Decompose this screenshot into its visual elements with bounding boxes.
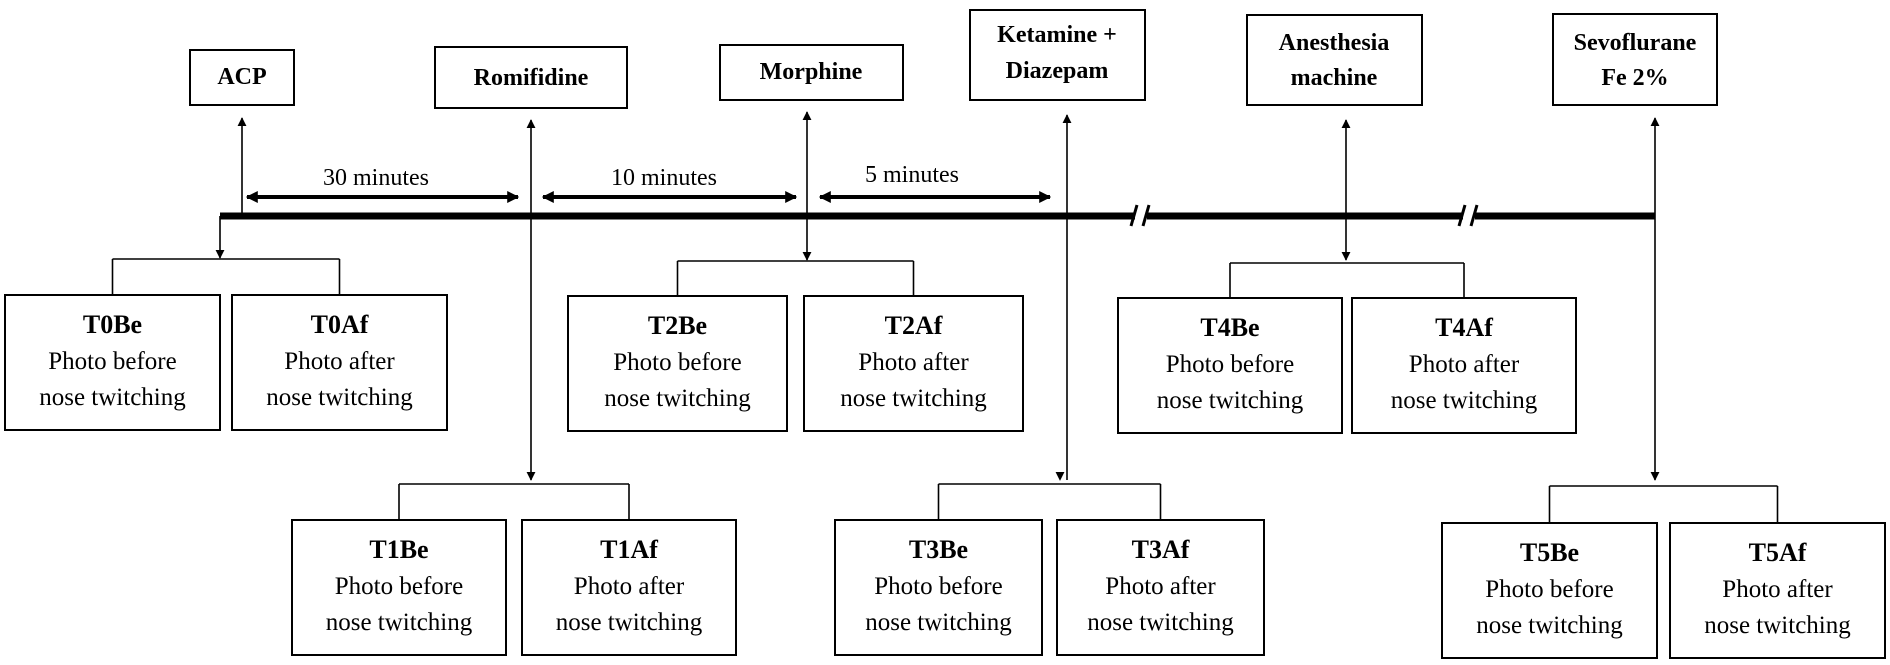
drug-box-ketamine-diazepam: [969, 9, 1146, 101]
timepoint-description: nose twitching: [556, 609, 703, 636]
timepoint-description: nose twitching: [1157, 387, 1304, 414]
drug-label-sevoflurane: Sevoflurane: [1574, 30, 1697, 56]
timepoint-code: T2Be: [648, 311, 707, 340]
timeline-break-mark: [1457, 204, 1467, 227]
drug-label-fe: Fe 2%: [1601, 65, 1668, 91]
vertical-arrows: [215, 111, 1660, 481]
timepoint-description: nose twitching: [1704, 612, 1851, 639]
timepoint-code: T5Af: [1749, 538, 1807, 567]
drug-boxes: ACP Romifidine Morphine Ketamine + Diaze…: [189, 9, 1718, 109]
timepoint-code: T0Af: [311, 310, 369, 339]
timepoint-description: nose twitching: [1476, 612, 1623, 639]
timeline: [220, 204, 1655, 227]
drug-box-romifidine: [434, 46, 628, 109]
timeline-break-mark: [1141, 204, 1151, 227]
drug-label-machine: machine: [1291, 65, 1378, 91]
interval-label-10min: 10 minutes: [611, 165, 717, 191]
timepoint-description: Photo before: [1485, 576, 1613, 603]
timepoint-code: T3Be: [909, 535, 968, 564]
drug-label-diazepam: Diazepam: [1006, 58, 1109, 84]
timepoint-description: Photo before: [335, 573, 463, 600]
photo-box-after: [231, 294, 448, 431]
timepoint-description: nose twitching: [326, 609, 473, 636]
drug-label-romifidine: Romifidine: [474, 65, 589, 91]
photo-box-after: [1351, 297, 1577, 434]
timepoint-description: Photo after: [858, 349, 969, 376]
timeline-break-mark: [1129, 204, 1139, 227]
timepoint-description: Photo before: [874, 573, 1002, 600]
photo-box-before: [1117, 297, 1343, 434]
timepoint-description: nose twitching: [1391, 387, 1538, 414]
timepoint-code: T4Be: [1200, 313, 1259, 342]
timepoint-description: Photo after: [1722, 576, 1833, 603]
timepoint-description: nose twitching: [865, 609, 1012, 636]
photo-box-before: [291, 519, 507, 656]
timepoint-description: Photo after: [574, 573, 685, 600]
drug-label-acp: ACP: [217, 64, 266, 90]
photo-box-before: [567, 295, 788, 432]
timepoint-code: T0Be: [83, 310, 142, 339]
photo-box-before: [834, 519, 1043, 656]
timepoint-code: T1Af: [600, 535, 658, 564]
timepoint-description: Photo after: [1105, 573, 1216, 600]
timepoint-description: Photo before: [613, 349, 741, 376]
timepoint-code: T3Af: [1132, 535, 1190, 564]
interval-label-5min: 5 minutes: [865, 162, 959, 188]
timepoint-description: Photo before: [1166, 351, 1294, 378]
timepoint-description: Photo before: [48, 348, 176, 375]
photo-box-after: [1669, 522, 1886, 659]
timepoint-description: nose twitching: [39, 384, 186, 411]
drug-label-morphine: Morphine: [760, 59, 863, 85]
drug-box-acp: [189, 49, 295, 106]
timepoint-description: nose twitching: [840, 385, 987, 412]
drug-box-anesthesia-machine: [1246, 14, 1423, 106]
timepoint-description: Photo after: [284, 348, 395, 375]
timepoint-description: nose twitching: [1087, 609, 1234, 636]
timepoint-code: T4Af: [1435, 313, 1493, 342]
drug-box-sevoflurane: [1552, 13, 1718, 106]
drug-label-ketamine: Ketamine +: [997, 22, 1117, 48]
photo-box-before: [1441, 522, 1658, 659]
timepoint-code: T5Be: [1520, 538, 1579, 567]
timepoint-code: T2Af: [885, 311, 943, 340]
timeline-break-mark: [1469, 204, 1479, 227]
photo-box-after: [803, 295, 1024, 432]
photo-box-before: [4, 294, 221, 431]
timepoint-code: T1Be: [369, 535, 428, 564]
drug-label-anesthesia: Anesthesia: [1279, 30, 1390, 56]
drug-box-morphine: [719, 44, 904, 101]
timepoint-description: Photo after: [1409, 351, 1520, 378]
timepoint-description: nose twitching: [604, 385, 751, 412]
interval-label-30min: 30 minutes: [323, 165, 429, 191]
photo-box-after: [1056, 519, 1265, 656]
photo-box-after: [521, 519, 737, 656]
timepoint-description: nose twitching: [266, 384, 413, 411]
interval-arrows: 30 minutes 10 minutes 5 minutes: [245, 162, 1052, 203]
